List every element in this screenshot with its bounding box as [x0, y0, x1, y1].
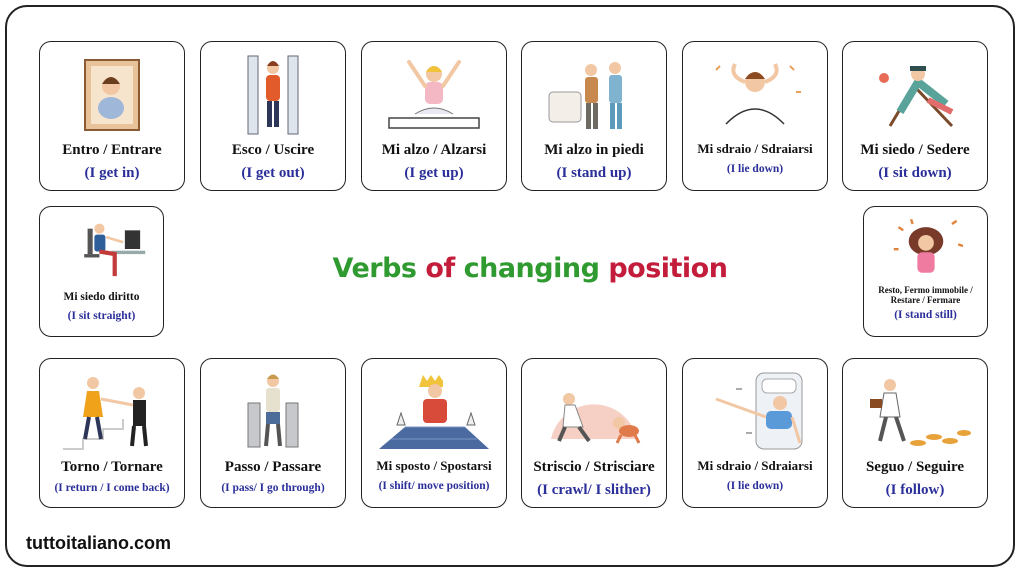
chess-king-icon: [379, 375, 489, 449]
girl-standing-still-icon: [893, 218, 963, 273]
english-translation: (I pass/ I go through): [221, 482, 325, 495]
verb-card-sedere: Mi siedo / Sedere (I sit down): [842, 41, 988, 191]
italian-verb: Resto, Fermo immobile / Restare / Fermar…: [878, 285, 973, 306]
verb-card-spostarsi: Mi sposto / Spostarsi (I shift/ move pos…: [361, 358, 507, 508]
verb-card-passare: Passo / Passare (I pass/ I go through): [200, 358, 346, 508]
following-footprints-icon: [870, 379, 971, 446]
sitting-at-desk-icon: [83, 223, 145, 277]
person-stretching-on-bed-icon: [388, 60, 480, 129]
italian-verb: Entro / Entrare: [62, 142, 162, 158]
english-translation: (I sit down): [878, 165, 952, 182]
verb-card-sdraiarsi-bed: Mi sdraio / Sdraiarsi (I lie down): [682, 358, 828, 508]
english-translation: (I crawl/ I slither): [537, 482, 651, 499]
title-word-verbs: Verbs: [332, 253, 426, 284]
verb-card-entrare: Entro / Entrare (I get in): [39, 41, 185, 191]
italian-verb: Mi sposto / Spostarsi: [376, 458, 492, 473]
person-leaving-door-icon: [247, 55, 299, 135]
italian-verb: Mi siedo / Sedere: [860, 142, 970, 158]
people-on-stairs-icon: [63, 377, 148, 450]
english-translation: (I stand up): [556, 165, 632, 182]
english-translation: (I follow): [885, 482, 945, 499]
person-lying-in-bed-icon: [715, 372, 803, 450]
man-in-deckchair-icon: [879, 66, 954, 128]
italian-verb: Passo / Passare: [224, 459, 322, 475]
verb-card-seguire: Seguo / Seguire (I follow): [842, 358, 988, 508]
verb-card-siedo-diritto: Mi siedo diritto (I sit straight): [39, 206, 164, 337]
title-word-of: of: [425, 253, 464, 284]
italian-verb: Mi alzo / Alzarsi: [381, 142, 487, 158]
verb-card-uscire: Esco / Uscire (I get out): [200, 41, 346, 191]
man-lying-relaxed-icon: [715, 63, 801, 125]
elderly-helped-stand-icon: [548, 62, 622, 129]
verb-card-tornare: Torno / Tornare (I return / I come back): [39, 358, 185, 508]
english-translation: (I return / I come back): [54, 482, 170, 495]
italian-verb: Torno / Tornare: [61, 459, 163, 475]
verb-card-alzarsi: Mi alzo / Alzarsi (I get up): [361, 41, 507, 191]
title-word-position: position: [608, 253, 728, 284]
crawling-baby-icon: [551, 393, 641, 444]
italian-verb: Mi alzo in piedi: [544, 142, 644, 158]
italian-verb: Striscio / Strisciare: [533, 459, 655, 475]
website-url: tuttoitaliano.com: [26, 533, 171, 553]
italian-verb: Esco / Uscire: [231, 142, 315, 158]
english-translation: (I lie down): [726, 479, 784, 492]
verb-card-sdraiarsi: Mi sdraio / Sdraiarsi (I lie down): [682, 41, 828, 191]
person-in-box-icon: [84, 59, 140, 131]
poster-title: Verbs of changing position: [200, 253, 860, 284]
english-translation: (I shift/ move position): [378, 479, 490, 492]
english-translation: (I get in): [84, 165, 140, 182]
english-translation: (I get up): [404, 165, 464, 182]
italian-verb: Mi sdraio / Sdraiarsi: [697, 458, 813, 473]
italian-verb: Mi sdraio / Sdraiarsi: [697, 141, 813, 156]
english-translation: (I lie down): [726, 162, 784, 175]
english-translation: (I sit straight): [67, 310, 136, 323]
verb-card-strisciare: Striscio / Strisciare (I crawl/ I slithe…: [521, 358, 667, 508]
english-translation: (I stand still): [894, 308, 957, 321]
verb-card-restare: Resto, Fermo immobile / Restare / Fermar…: [863, 206, 988, 337]
english-translation: (I get out): [241, 165, 305, 182]
turnstile-icon: [247, 374, 299, 448]
verb-card-alzarsi-in-piedi: Mi alzo in piedi (I stand up): [521, 41, 667, 191]
italian-verb: Seguo / Seguire: [865, 459, 965, 475]
italian-verb: Mi siedo diritto: [63, 291, 140, 303]
title-word-changing: changing: [463, 253, 609, 284]
